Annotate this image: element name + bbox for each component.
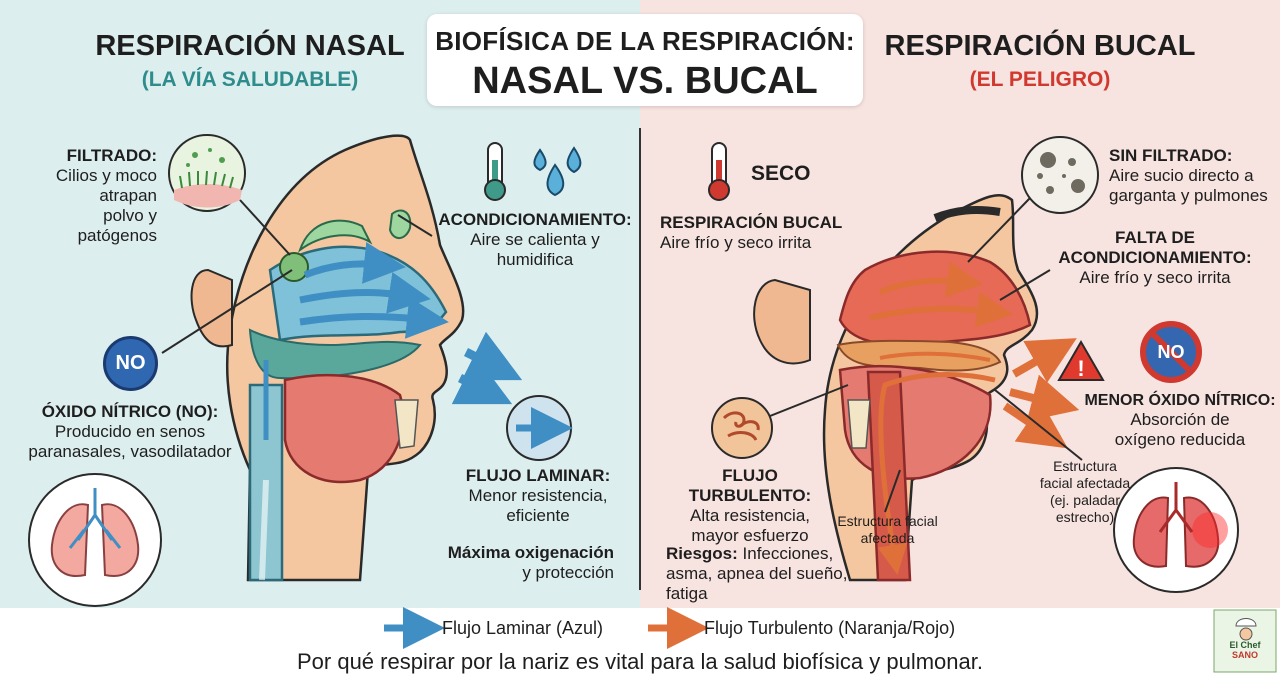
legend-laminar-label: Flujo Laminar (Azul)	[442, 618, 604, 638]
main-title-line2: NASAL VS. BUCAL	[472, 60, 818, 102]
estructura-line: estrecho)	[1055, 509, 1115, 525]
riesgos-text: Infecciones,	[737, 544, 834, 563]
logo-text: El Chef SANO	[1214, 640, 1276, 660]
estructura-label-1: Estructura facial afectada	[825, 513, 950, 547]
falta-line: Aire frío y seco irrita	[1079, 268, 1231, 287]
main-title-box: BIOFÍSICA DE LA RESPIRACIÓN: NASAL VS. B…	[427, 14, 863, 106]
healthy-lungs-icon	[28, 473, 162, 607]
flujo-laminar-heading: FLUJO LAMINAR:	[465, 466, 611, 485]
resp-bucal-heading: RESPIRACIÓN BUCAL	[660, 213, 843, 232]
estructura-line: Estructura	[1053, 458, 1117, 474]
oxido-line: paranasales, vasodilatador	[28, 442, 232, 461]
ear-icon	[190, 268, 233, 348]
mouth-head-illustration	[753, 193, 1080, 582]
reduced-no-label: NO	[1157, 342, 1185, 362]
filtrado-block: FILTRADO: Cilios y moco atrapan polvo y …	[20, 146, 157, 246]
falta-block: FALTA DE ACONDICIONAMIENTO: Aire frío y …	[1040, 228, 1270, 288]
flujo-turbulento-heading: FLUJO TURBULENTO:	[688, 466, 812, 505]
ear-icon	[753, 278, 811, 365]
warning-icon: !	[1057, 340, 1105, 381]
flujo-laminar-block: FLUJO LAMINAR: Menor resistencia, eficie…	[450, 466, 626, 526]
maxima-block: Máxima oxigenación y protección	[420, 543, 614, 583]
tongue-shape	[283, 373, 405, 484]
turbulence-icon	[711, 397, 773, 459]
center-divider	[639, 128, 641, 590]
oxido-block: ÓXIDO NÍTRICO (NO): Producido en senos p…	[10, 402, 250, 462]
menor-no-heading: MENOR ÓXIDO NÍTRICO:	[1084, 392, 1276, 409]
dirty-air-zoom-icon	[1021, 136, 1099, 214]
filtrado-line: polvo y	[103, 206, 157, 225]
no-nitric-oxide-icon	[1140, 321, 1202, 383]
legend-turbulent-label: Flujo Turbulento (Naranja/Rojo)	[704, 618, 956, 638]
main-title-line1: BIOFÍSICA DE LA RESPIRACIÓN:	[435, 26, 855, 56]
filtrado-line: patógenos	[77, 226, 157, 245]
nasal-head-illustration	[190, 134, 573, 582]
filtrado-line: atrapan	[99, 186, 157, 205]
menor-no-line: Absorción de	[1130, 410, 1230, 429]
cilia-zoom-icon	[168, 134, 246, 212]
right-title: RESPIRACIÓN BUCAL	[884, 30, 1196, 62]
seco-label: SECO	[751, 162, 811, 185]
resp-bucal-block: RESPIRACIÓN BUCAL Aire frío y seco irrit…	[660, 213, 860, 253]
flujo-turbulento-block: FLUJO TURBULENTO: Alta resistencia, mayo…	[660, 466, 840, 546]
acondicionamiento-line: Aire se calienta y	[470, 230, 600, 249]
chef-logo	[1213, 609, 1277, 673]
logo-line: SANO	[1231, 650, 1258, 660]
flujo-turbulento-line: Alta resistencia,	[690, 506, 810, 525]
falta-heading: ACONDICIONAMIENTO:	[1058, 248, 1252, 267]
estructura-line: (ej. paladar	[1049, 492, 1121, 508]
acondicionamiento-block: ACONDICIONAMIENTO: Aire se calienta y hu…	[430, 210, 640, 270]
nitric-oxide-badge: NO	[103, 336, 158, 391]
left-title: RESPIRACIÓN NASAL	[95, 30, 405, 62]
estructura-label-2: Estructura facial afectada (ej. paladar …	[1032, 458, 1138, 526]
riesgos-heading: Riesgos:	[666, 544, 738, 563]
filtrado-heading: FILTRADO:	[66, 146, 157, 165]
estructura-line: facial afectada	[1039, 475, 1131, 491]
filtrado-line: Cilios y moco	[55, 166, 157, 185]
estructura-line: Estructura facial	[837, 513, 938, 529]
sin-filtrado-line: Aire sucio directo a	[1109, 166, 1254, 185]
acondicionamiento-heading: ACONDICIONAMIENTO:	[438, 210, 632, 229]
svg-text:!: !	[1077, 356, 1084, 381]
estructura-line: afectada	[860, 530, 915, 546]
riesgos-line: asma, apnea del sueño,	[666, 564, 848, 583]
sin-filtrado-block: SIN FILTRADO: Aire sucio directo a garga…	[1109, 146, 1279, 206]
oxido-heading: ÓXIDO NÍTRICO (NO):	[41, 402, 219, 421]
menor-no-block: MENOR ÓXIDO NÍTRICO: Absorción de oxígen…	[1080, 392, 1280, 450]
sin-filtrado-heading: SIN FILTRADO:	[1109, 146, 1233, 165]
flujo-turbulento-line: mayor esfuerzo	[691, 526, 809, 545]
sin-filtrado-line: garganta y pulmones	[1109, 186, 1268, 205]
resp-bucal-line: Aire frío y seco irrita	[660, 233, 812, 252]
logo-line: El Chef	[1229, 640, 1261, 650]
maxima-heading: Máxima oxigenación	[447, 543, 614, 562]
footer-caption: Por qué respirar por la nariz es vital p…	[296, 649, 983, 674]
falta-heading: FALTA DE	[1115, 228, 1195, 247]
flujo-laminar-line: Menor resistencia,	[468, 486, 608, 505]
menor-no-line: oxígeno reducida	[1114, 430, 1246, 449]
right-subtitle: (EL PELIGRO)	[969, 68, 1111, 91]
water-drop-icon	[533, 146, 582, 197]
left-subtitle: (LA VÍA SALUDABLE)	[141, 68, 359, 91]
maxima-line: y protección	[522, 563, 614, 582]
thermometer-icon	[484, 142, 506, 201]
riesgos-block: Riesgos: Infecciones, asma, apnea del su…	[666, 544, 866, 604]
thermometer-hot-icon	[708, 142, 730, 201]
oxido-line: Producido en senos	[54, 422, 206, 441]
acondicionamiento-line: humidifica	[496, 250, 574, 269]
inflamed-lungs-icon	[1113, 467, 1239, 593]
riesgos-line: fatiga	[666, 584, 708, 603]
flujo-laminar-line: eficiente	[506, 506, 570, 525]
